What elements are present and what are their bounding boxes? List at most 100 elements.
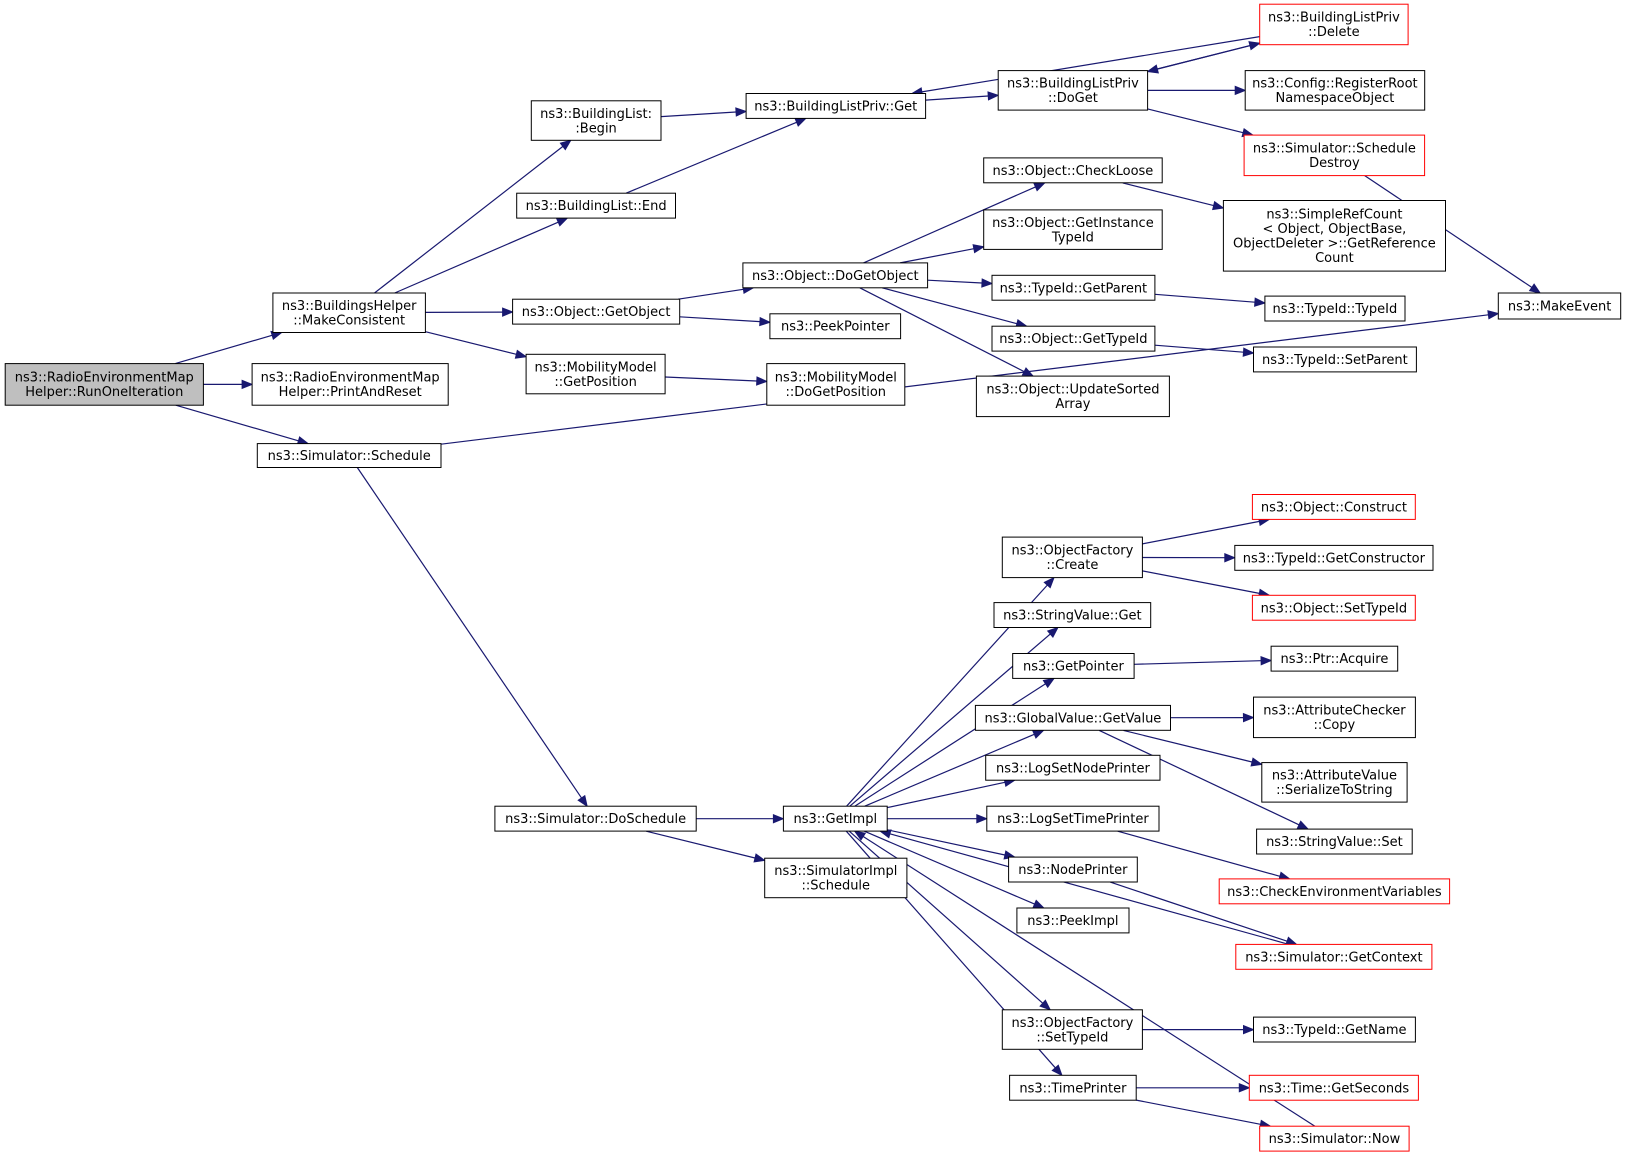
node-do-schedule[interactable]: ns3::Simulator::DoSchedule	[494, 805, 697, 832]
edge-line	[881, 287, 1018, 325]
edge-arrowhead	[1043, 576, 1055, 589]
node-label-line: ns3::TypeId::TypeId	[1273, 302, 1398, 317]
edge-line	[887, 781, 1006, 809]
node-box	[251, 363, 449, 406]
node-check-loose[interactable]: ns3::Object::CheckLoose	[983, 157, 1163, 184]
node-make-event[interactable]: ns3::MakeEvent	[1497, 292, 1622, 320]
edge-line	[679, 316, 760, 323]
node-box	[1256, 828, 1413, 855]
node-gv-get-value[interactable]: ns3::GlobalValue::GetValue	[974, 704, 1172, 731]
edge-arrowhead	[756, 376, 769, 386]
node-print-and-reset[interactable]: ns3::RadioEnvironmentMapHelper::PrintAnd…	[251, 363, 449, 406]
node-of-create[interactable]: ns3::ObjectFactory::Create	[1001, 536, 1143, 579]
node-obj-get-type-id[interactable]: ns3::Object::GetTypeId	[991, 325, 1156, 352]
node-sim-now[interactable]: ns3::Simulator::Now	[1259, 1125, 1410, 1152]
node-tid-get-name[interactable]: ns3::TypeId::GetName	[1253, 1016, 1416, 1043]
node-get-object[interactable]: ns3::Object::GetObject	[512, 298, 681, 325]
node-mm-do-get-position[interactable]: ns3::MobilityModel::DoGetPosition	[766, 363, 906, 406]
node-log-set-time-printer[interactable]: ns3::LogSetTimePrinter	[986, 805, 1160, 832]
node-mm-get-position[interactable]: ns3::MobilityModel::GetPosition	[525, 353, 666, 395]
node-label-line: ns3::TypeId::GetParent	[1000, 281, 1148, 296]
node-root[interactable]: ns3::RadioEnvironmentMapHelper::RunOneIt…	[4, 363, 204, 406]
edge-line	[859, 287, 1025, 373]
edge-line	[863, 186, 1036, 264]
edge-doGetObject-to-getInstanceTypeId	[899, 244, 986, 264]
node-tid-type-id[interactable]: ns3::TypeId::TypeId	[1264, 295, 1406, 322]
node-av-serialize[interactable]: ns3::AttributeValue::SerializeToString	[1261, 762, 1408, 803]
node-peek-pointer[interactable]: ns3::PeekPointer	[769, 313, 902, 340]
node-sv-get[interactable]: ns3::StringValue::Get	[993, 602, 1152, 628]
node-label-line: ns3::Time::GetSeconds	[1259, 1081, 1410, 1096]
node-simple-ref-count[interactable]: ns3::SimpleRefCount< Object, ObjectBase,…	[1222, 200, 1447, 272]
edge-line	[440, 314, 1489, 445]
node-blp-delete[interactable]: ns3::BuildingListPriv::Delete	[1259, 3, 1409, 46]
edge-line	[1154, 293, 1255, 303]
edge-timePrinter-to-timeGetSeconds	[1136, 1083, 1251, 1093]
edge-getImpl-to-gvGetValue	[864, 729, 1045, 807]
edge-blpDoGet-to-registerRoot	[1147, 85, 1247, 96]
node-sim-impl-schedule[interactable]: ns3::SimulatorImpl::Schedule	[764, 857, 908, 899]
node-check-env[interactable]: ns3::CheckEnvironmentVariables	[1218, 878, 1451, 905]
node-tid-set-parent[interactable]: ns3::TypeId::SetParent	[1253, 346, 1417, 373]
node-make-consistent[interactable]: ns3::BuildingsHelper::MakeConsistent	[272, 292, 426, 333]
edge-getObject-to-peekPointer	[679, 316, 772, 327]
node-box	[997, 70, 1149, 111]
edge-arrowhead	[514, 349, 528, 359]
node-box	[769, 313, 902, 340]
edge-blpDoGet-to-scheduleDestroy	[1147, 108, 1255, 138]
node-sv-set[interactable]: ns3::StringValue::Set	[1256, 828, 1413, 855]
node-box	[1001, 536, 1143, 579]
node-bl-begin[interactable]: ns3::BuildingList::Begin	[530, 100, 662, 141]
edge-arrowhead	[753, 853, 766, 863]
node-get-pointer[interactable]: ns3::GetPointer	[1012, 653, 1135, 679]
edge-line	[425, 331, 517, 355]
node-peek-impl[interactable]: ns3::PeekImpl	[1016, 907, 1130, 934]
node-box	[985, 754, 1161, 781]
node-label-line: ::DoGetPosition	[786, 385, 887, 400]
node-tid-get-parent[interactable]: ns3::TypeId::GetParent	[991, 274, 1156, 301]
edge-arrowhead	[1046, 626, 1059, 638]
node-bl-end[interactable]: ns3::BuildingList::End	[516, 192, 677, 219]
node-box	[1008, 856, 1138, 883]
node-sim-get-context[interactable]: ns3::Simulator::GetContext	[1235, 943, 1433, 970]
edge-mmGetPosition-to-mmDoGetPosition	[665, 376, 769, 386]
node-box	[764, 857, 908, 899]
node-label-line: ns3::AttributeValue	[1272, 769, 1397, 784]
node-do-get-object[interactable]: ns3::Object::DoGetObject	[742, 262, 929, 289]
node-get-impl[interactable]: ns3::GetImpl	[782, 805, 888, 832]
node-obj-set-type-id[interactable]: ns3::Object::SetTypeId	[1251, 594, 1416, 621]
node-of-set-type-id[interactable]: ns3::ObjectFactory::SetTypeId	[1001, 1009, 1143, 1050]
node-box	[1235, 943, 1433, 970]
node-time-printer[interactable]: ns3::TimePrinter	[1009, 1074, 1137, 1101]
edge-tidGetParent-to-tidTypeId	[1154, 293, 1267, 307]
node-tid-get-constructor[interactable]: ns3::TypeId::GetConstructor	[1234, 544, 1434, 571]
node-log-set-node-printer[interactable]: ns3::LogSetNodePrinter	[985, 754, 1161, 781]
edge-getImpl-to-logSetNodePrinter	[887, 777, 1017, 809]
node-node-printer[interactable]: ns3::NodePrinter	[1008, 856, 1138, 883]
node-label-line: ns3::Object::GetTypeId	[999, 332, 1147, 347]
node-ptr-acquire[interactable]: ns3::Ptr::Acquire	[1270, 645, 1399, 672]
edge-blpGet-to-blpDoGet	[925, 91, 1000, 101]
node-schedule[interactable]: ns3::Simulator::Schedule	[256, 443, 442, 469]
node-ac-copy[interactable]: ns3::AttributeChecker::Copy	[1253, 696, 1416, 739]
edge-line	[1110, 881, 1288, 942]
edge-line	[678, 288, 744, 300]
node-box	[272, 292, 426, 333]
edge-line	[1123, 729, 1253, 763]
edge-scheduleDestroy-to-makeEvent	[1364, 175, 1542, 294]
node-time-get-seconds[interactable]: ns3::Time::GetSeconds	[1248, 1074, 1419, 1101]
node-blp-get[interactable]: ns3::BuildingListPriv::Get	[745, 93, 927, 119]
edge-arrowhead	[1254, 297, 1267, 307]
edge-arrowhead	[1250, 757, 1264, 767]
node-obj-construct[interactable]: ns3::Object::Construct	[1251, 494, 1416, 520]
node-label-line: ns3::Simulator::Now	[1269, 1132, 1401, 1147]
node-label-line: ns3::ObjectFactory	[1011, 1016, 1133, 1031]
node-blp-do-get[interactable]: ns3::BuildingListPriv::DoGet	[997, 70, 1149, 111]
node-box	[512, 298, 681, 325]
edge-arrowhead	[1031, 729, 1045, 739]
edge-line	[1122, 182, 1214, 207]
